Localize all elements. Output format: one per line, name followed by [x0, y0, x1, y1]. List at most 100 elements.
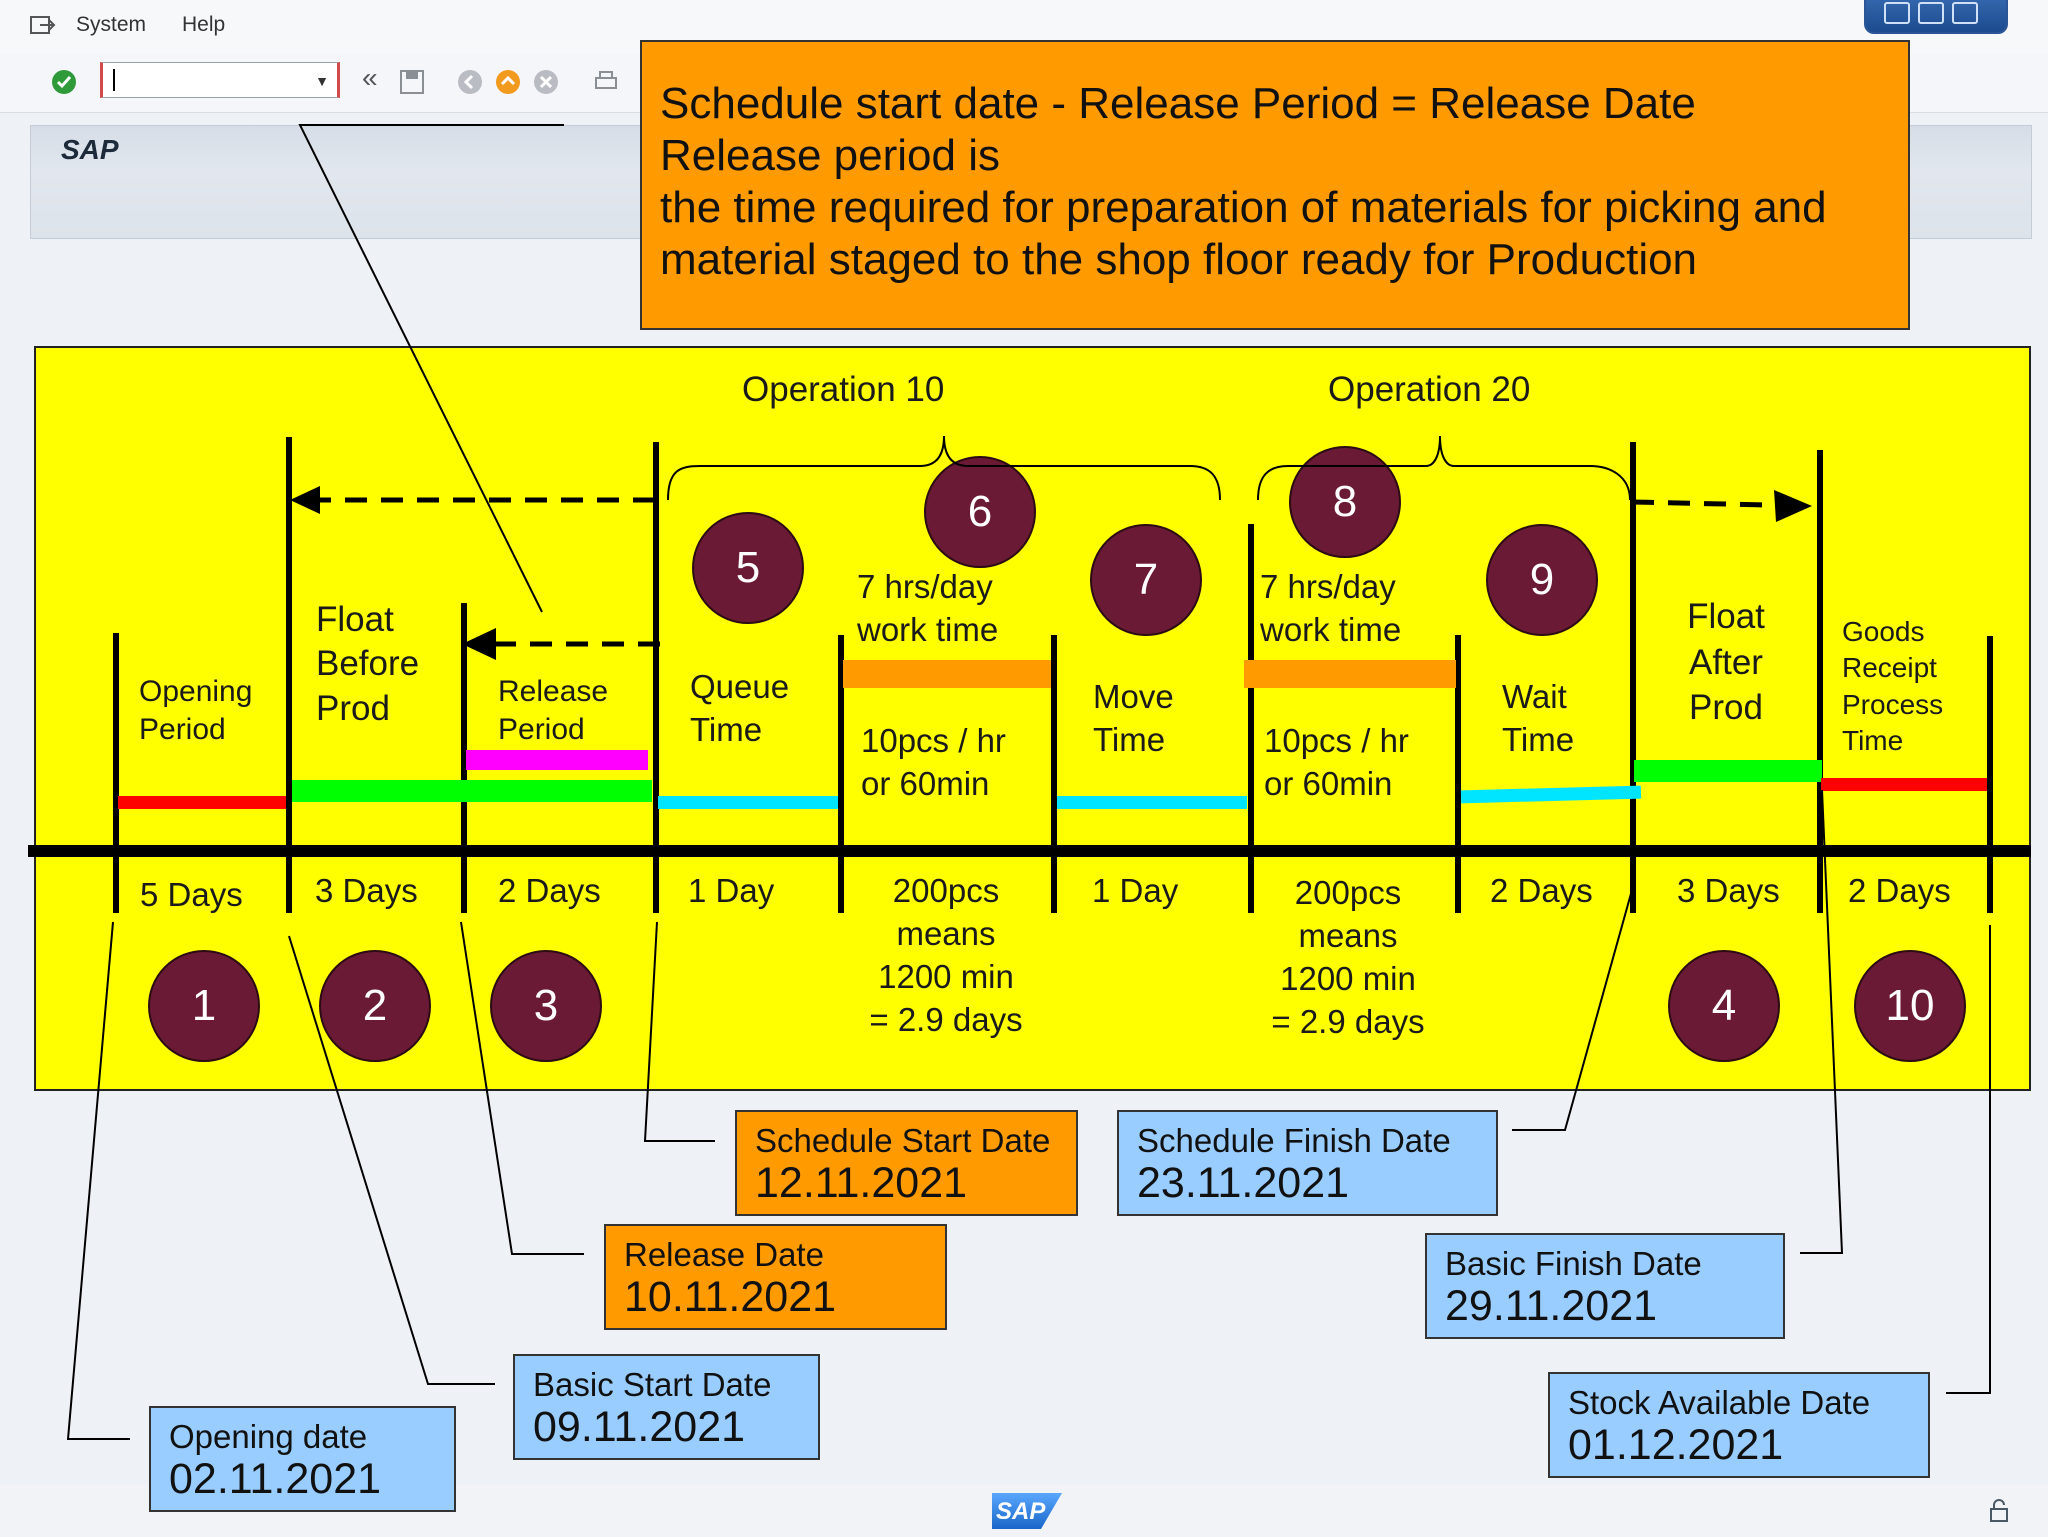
float-before-prod-label: Float Before Prod	[316, 600, 420, 728]
timeline-separator	[113, 633, 119, 913]
opening-period-label: Opening Period	[139, 675, 253, 746]
sap-title: SAP	[61, 134, 119, 165]
duration-float-before: 3 Days	[315, 872, 418, 909]
move-time-label: Move Time	[1093, 678, 1174, 758]
menu-help[interactable]: Help	[182, 13, 226, 36]
sap-logo: SAP	[992, 1493, 1062, 1529]
duration-op20: 200pcs means 1200 min = 2.9 days	[1271, 874, 1425, 1040]
stock-available-date-label: Stock Available Date	[1568, 1384, 1871, 1421]
release-period-label: Release Period	[498, 675, 609, 746]
basic-finish-date-label: Basic Finish Date	[1445, 1245, 1702, 1282]
duration-opening: 5 Days	[140, 876, 243, 913]
duration-release: 2 Days	[498, 872, 601, 909]
back-icon[interactable]	[456, 68, 484, 96]
float-before-prod-bar	[292, 780, 652, 802]
timeline-separator	[653, 442, 659, 913]
timeline-separator	[1630, 442, 1636, 913]
duration-queue: 1 Day	[688, 872, 775, 909]
op20-work-time-label: 7 hrs/day work time	[1260, 568, 1402, 648]
time-axis	[28, 845, 2031, 857]
stock-available-date-value: 01.12.2021	[1568, 1420, 1784, 1469]
float-after-prod-label: Float After Prod	[1687, 597, 1765, 727]
print-icon[interactable]	[592, 68, 620, 96]
exit-icon[interactable]	[494, 68, 522, 96]
schedule-finish-date-value: 23.11.2021	[1137, 1158, 1350, 1207]
queue-time-bar	[658, 796, 838, 809]
release-date-box: Release Date 10.11.2021	[604, 1224, 947, 1330]
op10-work-time-bar	[843, 660, 1051, 688]
duration-wait: 2 Days	[1490, 872, 1593, 909]
release-period-bar	[466, 750, 648, 770]
enter-check-icon[interactable]	[50, 68, 78, 96]
opening-date-value: 02.11.2021	[169, 1454, 382, 1503]
op20-rate-label: 10pcs / hr or 60min	[1264, 722, 1409, 802]
release-date-label: Release Date	[624, 1236, 824, 1273]
queue-time-label: Queue Time	[690, 668, 790, 748]
basic-start-date-box: Basic Start Date 09.11.2021	[513, 1354, 820, 1460]
release-period-explanation: Schedule start date - Release Period = R…	[640, 40, 1910, 330]
menu-icon[interactable]	[30, 15, 56, 37]
goods-receipt-label: Goods Receipt Process Time	[1842, 616, 1944, 757]
step-circle-2: 2	[319, 950, 431, 1062]
float-after-prod-bar	[1634, 760, 1822, 782]
timeline-separator	[1051, 635, 1057, 913]
schedule-start-date-label: Schedule Start Date	[755, 1122, 1051, 1159]
basic-finish-date-value: 29.11.2021	[1445, 1281, 1658, 1330]
close-button[interactable]	[1952, 2, 1978, 24]
operation-20-title: Operation 20	[1328, 370, 1531, 409]
explanation-line-2: Release period is	[660, 131, 1000, 180]
step-circle-9: 9	[1486, 524, 1598, 636]
move-time-bar	[1057, 796, 1247, 809]
duration-goods-receipt: 2 Days	[1848, 872, 1951, 909]
operation-10-title: Operation 10	[742, 370, 945, 409]
schedule-finish-date-label: Schedule Finish Date	[1137, 1122, 1451, 1159]
goods-receipt-bar	[1821, 778, 1987, 791]
op10-rate-label: 10pcs / hr or 60min	[861, 722, 1006, 802]
scheduling-timeline-diagram: Operation 10 Operation 20 Opening Period…	[28, 346, 2031, 1091]
schedule-start-date-value: 12.11.2021	[755, 1158, 968, 1207]
window-controls	[1864, 0, 2008, 34]
timeline-separator	[1987, 636, 1993, 913]
timeline-separator	[286, 437, 292, 913]
basic-start-date-value: 09.11.2021	[533, 1402, 746, 1451]
step-circle-5: 5	[692, 512, 804, 624]
lock-icon[interactable]	[1985, 1497, 2013, 1525]
wait-time-bar	[1460, 785, 1642, 804]
timeline-separator	[1248, 524, 1254, 913]
schedule-start-date-box: Schedule Start Date 12.11.2021	[735, 1110, 1078, 1216]
step-circle-4: 4	[1668, 950, 1780, 1062]
menu-system[interactable]: System	[76, 13, 147, 36]
step-circle-6: 6	[924, 456, 1036, 568]
step-circle-8: 8	[1289, 446, 1401, 558]
step-circle-1: 1	[148, 950, 260, 1062]
explanation-line-3: the time required for preparation of mat…	[660, 183, 1827, 232]
op20-work-time-bar	[1244, 660, 1456, 688]
timeline-separator	[1455, 635, 1461, 913]
opening-date-box: Opening date 02.11.2021	[149, 1406, 456, 1512]
maximize-button[interactable]	[1918, 2, 1944, 24]
op10-work-time-label: 7 hrs/day work time	[857, 568, 999, 648]
timeline-separator	[461, 603, 467, 913]
duration-float-after: 3 Days	[1677, 872, 1780, 909]
basic-finish-date-box: Basic Finish Date 29.11.2021	[1425, 1233, 1785, 1339]
step-circle-7: 7	[1090, 524, 1202, 636]
duration-move: 1 Day	[1092, 872, 1179, 909]
wait-time-label: Wait Time	[1502, 678, 1575, 758]
double-chevron-left-icon[interactable]: «	[362, 62, 378, 93]
minimize-button[interactable]	[1884, 2, 1910, 24]
opening-period-bar	[118, 796, 286, 809]
timeline-separator	[1817, 450, 1823, 913]
save-icon[interactable]	[398, 68, 426, 96]
explanation-line-1: Schedule start date - Release Period = R…	[660, 79, 1696, 128]
schedule-finish-date-box: Schedule Finish Date 23.11.2021	[1117, 1110, 1498, 1216]
duration-op10: 200pcs means 1200 min = 2.9 days	[869, 872, 1023, 1038]
opening-date-label: Opening date	[169, 1418, 368, 1455]
step-circle-10: 10	[1854, 950, 1966, 1062]
chevron-down-icon[interactable]: ▼	[315, 73, 329, 89]
command-field[interactable]: ▼	[100, 62, 340, 98]
cancel-icon[interactable]	[532, 68, 560, 96]
basic-start-date-label: Basic Start Date	[533, 1366, 772, 1403]
stock-available-date-box: Stock Available Date 01.12.2021	[1548, 1372, 1930, 1478]
step-circle-3: 3	[490, 950, 602, 1062]
release-date-value: 10.11.2021	[624, 1272, 837, 1321]
